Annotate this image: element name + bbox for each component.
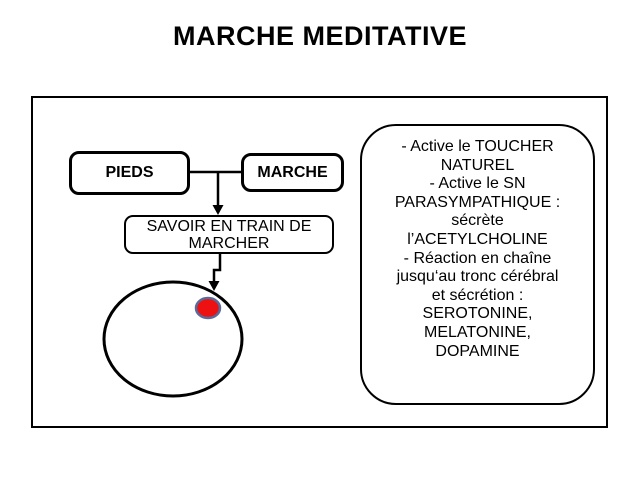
diagram-frame: PIEDS MARCHE SAVOIR EN TRAIN DE MARCHER …: [31, 96, 608, 428]
connector-layer: [102, 170, 244, 398]
head-circle: [102, 280, 244, 398]
connector-savoir-to-head: [212, 253, 222, 283]
node-savoir: SAVOIR EN TRAIN DE MARCHER: [124, 215, 334, 254]
flow-lines: [188, 170, 242, 283]
brain-dot: [194, 296, 222, 320]
node-marche: MARCHE: [241, 153, 344, 192]
arrowhead-to-savoir: [212, 205, 224, 215]
arrowhead-to-head: [208, 281, 220, 291]
node-pieds: PIEDS: [69, 151, 190, 195]
arrow-heads: [208, 205, 224, 291]
page-title: MARCHE MEDITATIVE: [173, 21, 467, 51]
info-panel: - Active le TOUCHER NATUREL - Active le …: [360, 124, 595, 405]
